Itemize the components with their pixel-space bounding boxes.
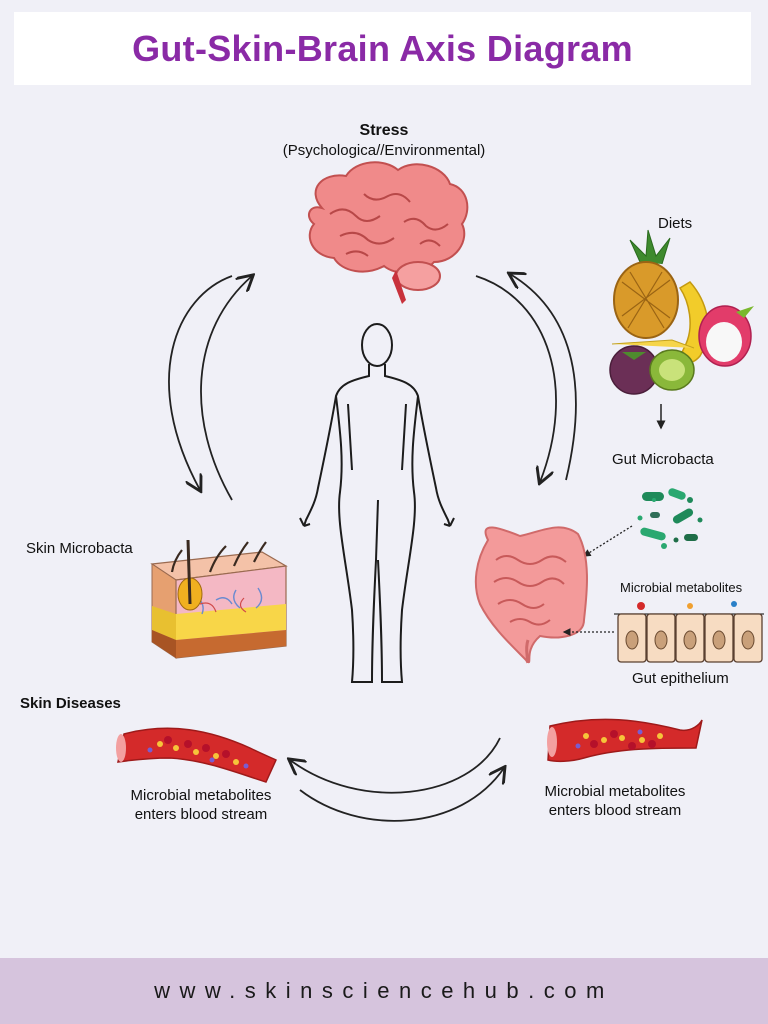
left-blood-caption-line1: Microbial metabolites [130, 787, 272, 804]
page-title: Gut-Skin-Brain Axis Diagram [132, 27, 633, 69]
skin-layers-icon [150, 539, 288, 659]
stress-sublabel: (Psychologica//Environmental) [282, 142, 486, 159]
footer-url[interactable]: www.skinsciencehub.com [154, 978, 614, 1003]
intestine-icon [474, 526, 588, 664]
fruits-icon [609, 229, 754, 395]
left-blood-vessel-icon [116, 727, 277, 783]
gut-microbacta-label: Gut Microbacta [612, 451, 714, 468]
stress-label: Stress [359, 122, 409, 139]
bacteria-to-gut-arrow [582, 525, 633, 557]
gut-epithelium-label: Gut epithelium [632, 670, 729, 687]
right-blood-caption: Microbial metabolites enters blood strea… [520, 782, 710, 820]
left-blood-caption-line2: enters blood stream [134, 806, 268, 823]
microbial-metabolites-label: Microbial metabolites [620, 580, 743, 595]
right-blood-caption-line1: Microbial metabolites [544, 783, 686, 800]
title-banner: Gut-Skin-Brain Axis Diagram [14, 12, 751, 85]
bacteria-icon [637, 488, 703, 549]
gut-epithelium-icon [614, 601, 764, 663]
footer-bar: www.skinsciencehub.com [0, 958, 768, 1024]
brain-icon [307, 161, 469, 304]
skin-microbacta-label: Skin Microbacta [26, 540, 133, 557]
right-blood-caption-line2: enters blood stream [548, 802, 682, 819]
diets-label: Diets [658, 215, 693, 232]
cycle-arrows [168, 274, 577, 822]
right-blood-vessel-icon [547, 718, 703, 763]
left-blood-caption: Microbial metabolites enters blood strea… [106, 786, 296, 824]
human-body-outline [299, 323, 455, 683]
skin-diseases-label: Skin Diseases [20, 695, 121, 712]
